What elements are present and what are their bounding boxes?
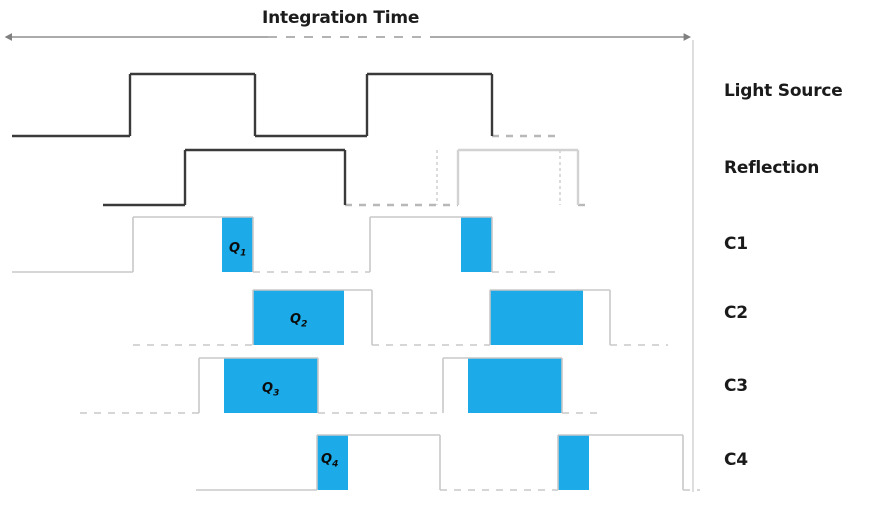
- row-label-reflection: Reflection: [724, 158, 820, 178]
- charge-label-c4: Q4: [321, 452, 339, 470]
- waveform-c3: [80, 357, 600, 414]
- charge-block-c4-0: [317, 435, 348, 490]
- row-label-c3: C3: [724, 376, 748, 396]
- charge-block-c2-0: [253, 290, 344, 345]
- integration-time-title: Integration Time: [262, 8, 420, 28]
- waveform-c1: [12, 216, 560, 273]
- row-label-c1: C1: [724, 234, 748, 254]
- charge-label-c2: Q2: [290, 312, 308, 330]
- charge-label-c1: Q1: [229, 241, 247, 259]
- charge-block-c1-1: [461, 217, 492, 272]
- charge-block-c4-1: [558, 435, 589, 490]
- charge-block-c3-0: [224, 358, 318, 413]
- row-label-light-source: Light Source: [724, 81, 843, 101]
- waveform-c4: [196, 434, 700, 491]
- waveform-reflection: [103, 148, 590, 207]
- waveform-c2: [133, 289, 668, 346]
- row-label-c2: C2: [724, 303, 748, 323]
- charge-block-c2-1: [490, 290, 583, 345]
- charge-block-c1-0: [222, 217, 253, 272]
- waveform-light-source: [12, 72, 560, 138]
- charge-label-c3: Q3: [262, 381, 280, 399]
- waveform-rows: [12, 72, 700, 491]
- charge-block-c3-1: [468, 358, 562, 413]
- row-label-c4: C4: [724, 450, 748, 470]
